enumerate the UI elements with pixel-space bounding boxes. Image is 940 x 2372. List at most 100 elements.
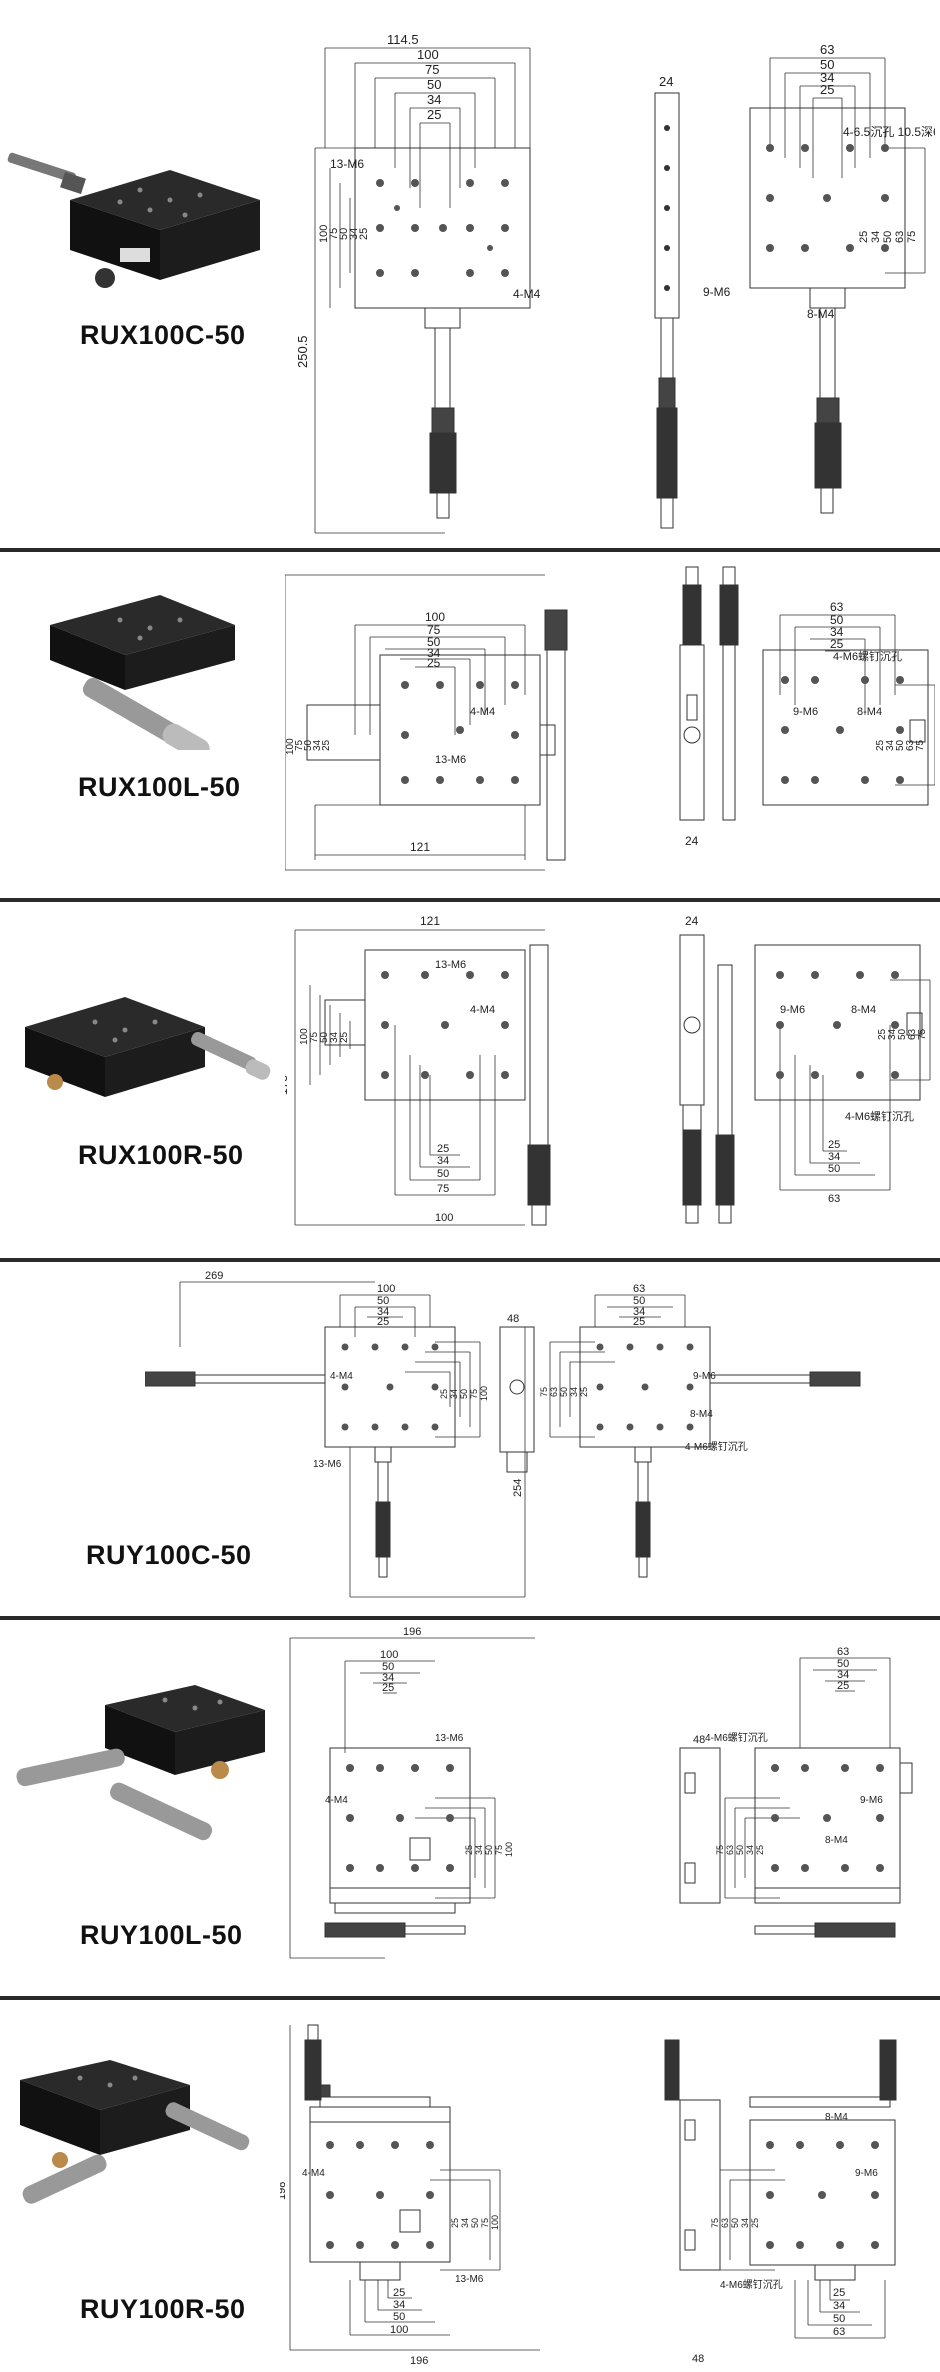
dim-left-inner-3: 34 — [312, 739, 323, 751]
dimension-labels-ruy100c: 269 100 50 34 25 48 254 25 34 50 75 100 … — [205, 1270, 748, 1497]
dimension-labels-ruy100l: 196 100 50 34 25 48 198 25 34 50 75 100 … — [285, 1626, 883, 1857]
dim-right-top-1: 50 — [830, 613, 844, 627]
dim-right-bottom-0: 25 — [833, 2287, 845, 2299]
dim-left-inner-2: 50 — [303, 739, 314, 751]
dim-right-inner-0: 75 — [539, 1387, 549, 1397]
dim-right-top-2: 34 — [830, 625, 844, 639]
dim-right-side-0: 25 — [858, 231, 870, 243]
dim-right-bottom-0: 25 — [828, 1139, 840, 1151]
technical-drawing-rux100c — [314, 47, 926, 534]
dim-bottom-1: 34 — [393, 2299, 405, 2311]
section-divider — [0, 1996, 940, 2000]
dim-top-2: 75 — [425, 62, 439, 77]
dim-inner-right-1: 34 — [474, 1845, 484, 1855]
dim-right-top-3: 25 — [837, 1680, 849, 1692]
callout-0: 13-M6 — [330, 157, 364, 171]
dim-left-inner-1: 75 — [294, 739, 305, 751]
dim-bottom-3: 75 — [437, 1183, 449, 1195]
dim-top-1: 75 — [427, 623, 441, 637]
dim-top-1: 50 — [382, 1661, 394, 1673]
product-section-ruy100l: RUY100L-50 — [0, 1620, 940, 1996]
dim-left-inner-4: 25 — [358, 228, 370, 240]
callout-4: 8-M4 — [807, 307, 835, 321]
dim-left-total: 198 — [285, 1805, 288, 1823]
dim-side-width: 48 — [507, 1313, 519, 1325]
section-divider — [0, 1258, 940, 1262]
model-label: RUY100R-50 — [80, 2294, 246, 2324]
dim-bottom: 121 — [410, 840, 430, 854]
dim-bottom-1: 34 — [437, 1155, 449, 1167]
dim-right-inner-2: 50 — [730, 2218, 740, 2228]
callout-1: 4-M4 — [470, 1004, 495, 1016]
dim-right-top-1: 50 — [820, 57, 834, 72]
dim-bottom-0: 25 — [393, 2287, 405, 2299]
technical-drawing-rux100l — [285, 566, 935, 871]
dim-bottom-total: 196 — [410, 2355, 428, 2367]
dim-right-inner-0: 75 — [715, 1845, 725, 1855]
dim-top-0: 114.5 — [387, 32, 419, 47]
dimension-labels-rux100l: 100 75 50 34 25 175 100 75 50 34 25 121 … — [285, 600, 926, 854]
technical-drawing-rux100r — [294, 929, 931, 1226]
dim-right-top-0: 63 — [830, 600, 844, 614]
dim-right-inner-4: 25 — [579, 1387, 589, 1397]
dim-top-0: 100 — [425, 610, 445, 624]
product-section-rux100c: RUX100C-50 — [0, 0, 940, 548]
model-label: RUX100R-50 — [78, 1140, 244, 1170]
callout-4: 4-M6螺钉沉孔 — [720, 2278, 783, 2291]
technical-drawing-ruy100r — [289, 2024, 897, 2351]
dim-right-top-1: 50 — [837, 1658, 849, 1670]
dim-left-inner-0: 100 — [285, 738, 296, 755]
dimension-labels-rux100c: 114.5 100 75 50 34 25 250.5 100 75 50 34… — [295, 32, 935, 368]
dim-inner-right-2: 50 — [484, 1845, 494, 1855]
product-section-rux100l: RUX100L-50 — [0, 552, 940, 898]
dim-inner-right-4: 100 — [490, 2215, 500, 2230]
dim-side-width: 48 — [693, 1734, 705, 1746]
callout-3: 9-M6 — [855, 2168, 878, 2179]
dim-top: 121 — [420, 914, 440, 928]
dim-bottom-4: 100 — [435, 1212, 453, 1224]
dim-inner-right-0: 25 — [464, 1845, 474, 1855]
dim-inner-right-1: 34 — [449, 1389, 459, 1399]
dim-top-total: 269 — [205, 1270, 223, 1282]
dim-right-top-0: 63 — [820, 42, 834, 57]
callout-3: 8-M4 — [690, 1409, 713, 1420]
dim-left-total: 250.5 — [295, 335, 310, 368]
dim-top-1: 100 — [417, 47, 439, 62]
dim-inner-right-3: 75 — [469, 1389, 479, 1399]
dim-left-total: 175 — [285, 1075, 290, 1095]
dimension-labels-ruy100r: 196 25 34 50 100 48 198 25 34 50 75 100 … — [280, 2112, 878, 2367]
dim-left-inner-2: 50 — [319, 1031, 330, 1043]
dim-inner-right-0: 25 — [439, 1389, 449, 1399]
dim-left-total: 198 — [280, 2182, 288, 2200]
product-photo-ruy100r — [20, 2060, 250, 2204]
callout-4: 8-M4 — [825, 1835, 848, 1846]
dim-side-width: 24 — [659, 74, 673, 89]
dim-left-inner-3: 34 — [348, 228, 360, 240]
product-section-rux100r: RUX100R-50 — [0, 902, 940, 1258]
dim-bottom-0: 25 — [437, 1143, 449, 1155]
dim-right-top-3: 25 — [633, 1316, 645, 1328]
model-label: RUY100C-50 — [86, 1540, 252, 1570]
dim-right-bottom-3: 63 — [828, 1193, 840, 1205]
dim-top-2: 34 — [382, 1672, 394, 1684]
dim-top-3: 25 — [377, 1316, 389, 1328]
dim-right-top-1: 50 — [633, 1295, 645, 1307]
callout-2: 9-M6 — [693, 1371, 716, 1382]
callout-2: 4-M6螺钉沉孔 — [833, 650, 902, 663]
dim-right-side-4: 75 — [915, 739, 926, 751]
dim-top-4: 34 — [427, 92, 441, 107]
callout-4: 8-M4 — [857, 706, 882, 718]
callout-1: 13-M6 — [435, 754, 466, 766]
dim-side-width: 48 — [692, 2353, 704, 2365]
dim-top-total: 196 — [403, 1626, 421, 1638]
dim-right-side-4: 75 — [906, 231, 918, 243]
callout-3: 9-M6 — [703, 285, 731, 299]
dim-right-top-3: 25 — [820, 82, 834, 97]
dim-inner-right-4: 100 — [504, 1842, 514, 1857]
dim-right-bottom-2: 50 — [828, 1163, 840, 1175]
product-photo-rux100c — [7, 152, 260, 288]
callout-1: 13-M6 — [313, 1459, 342, 1470]
model-label: RUY100L-50 — [80, 1920, 243, 1950]
dim-bottom-2: 50 — [393, 2311, 405, 2323]
dim-right-inner-4: 25 — [750, 2218, 760, 2228]
